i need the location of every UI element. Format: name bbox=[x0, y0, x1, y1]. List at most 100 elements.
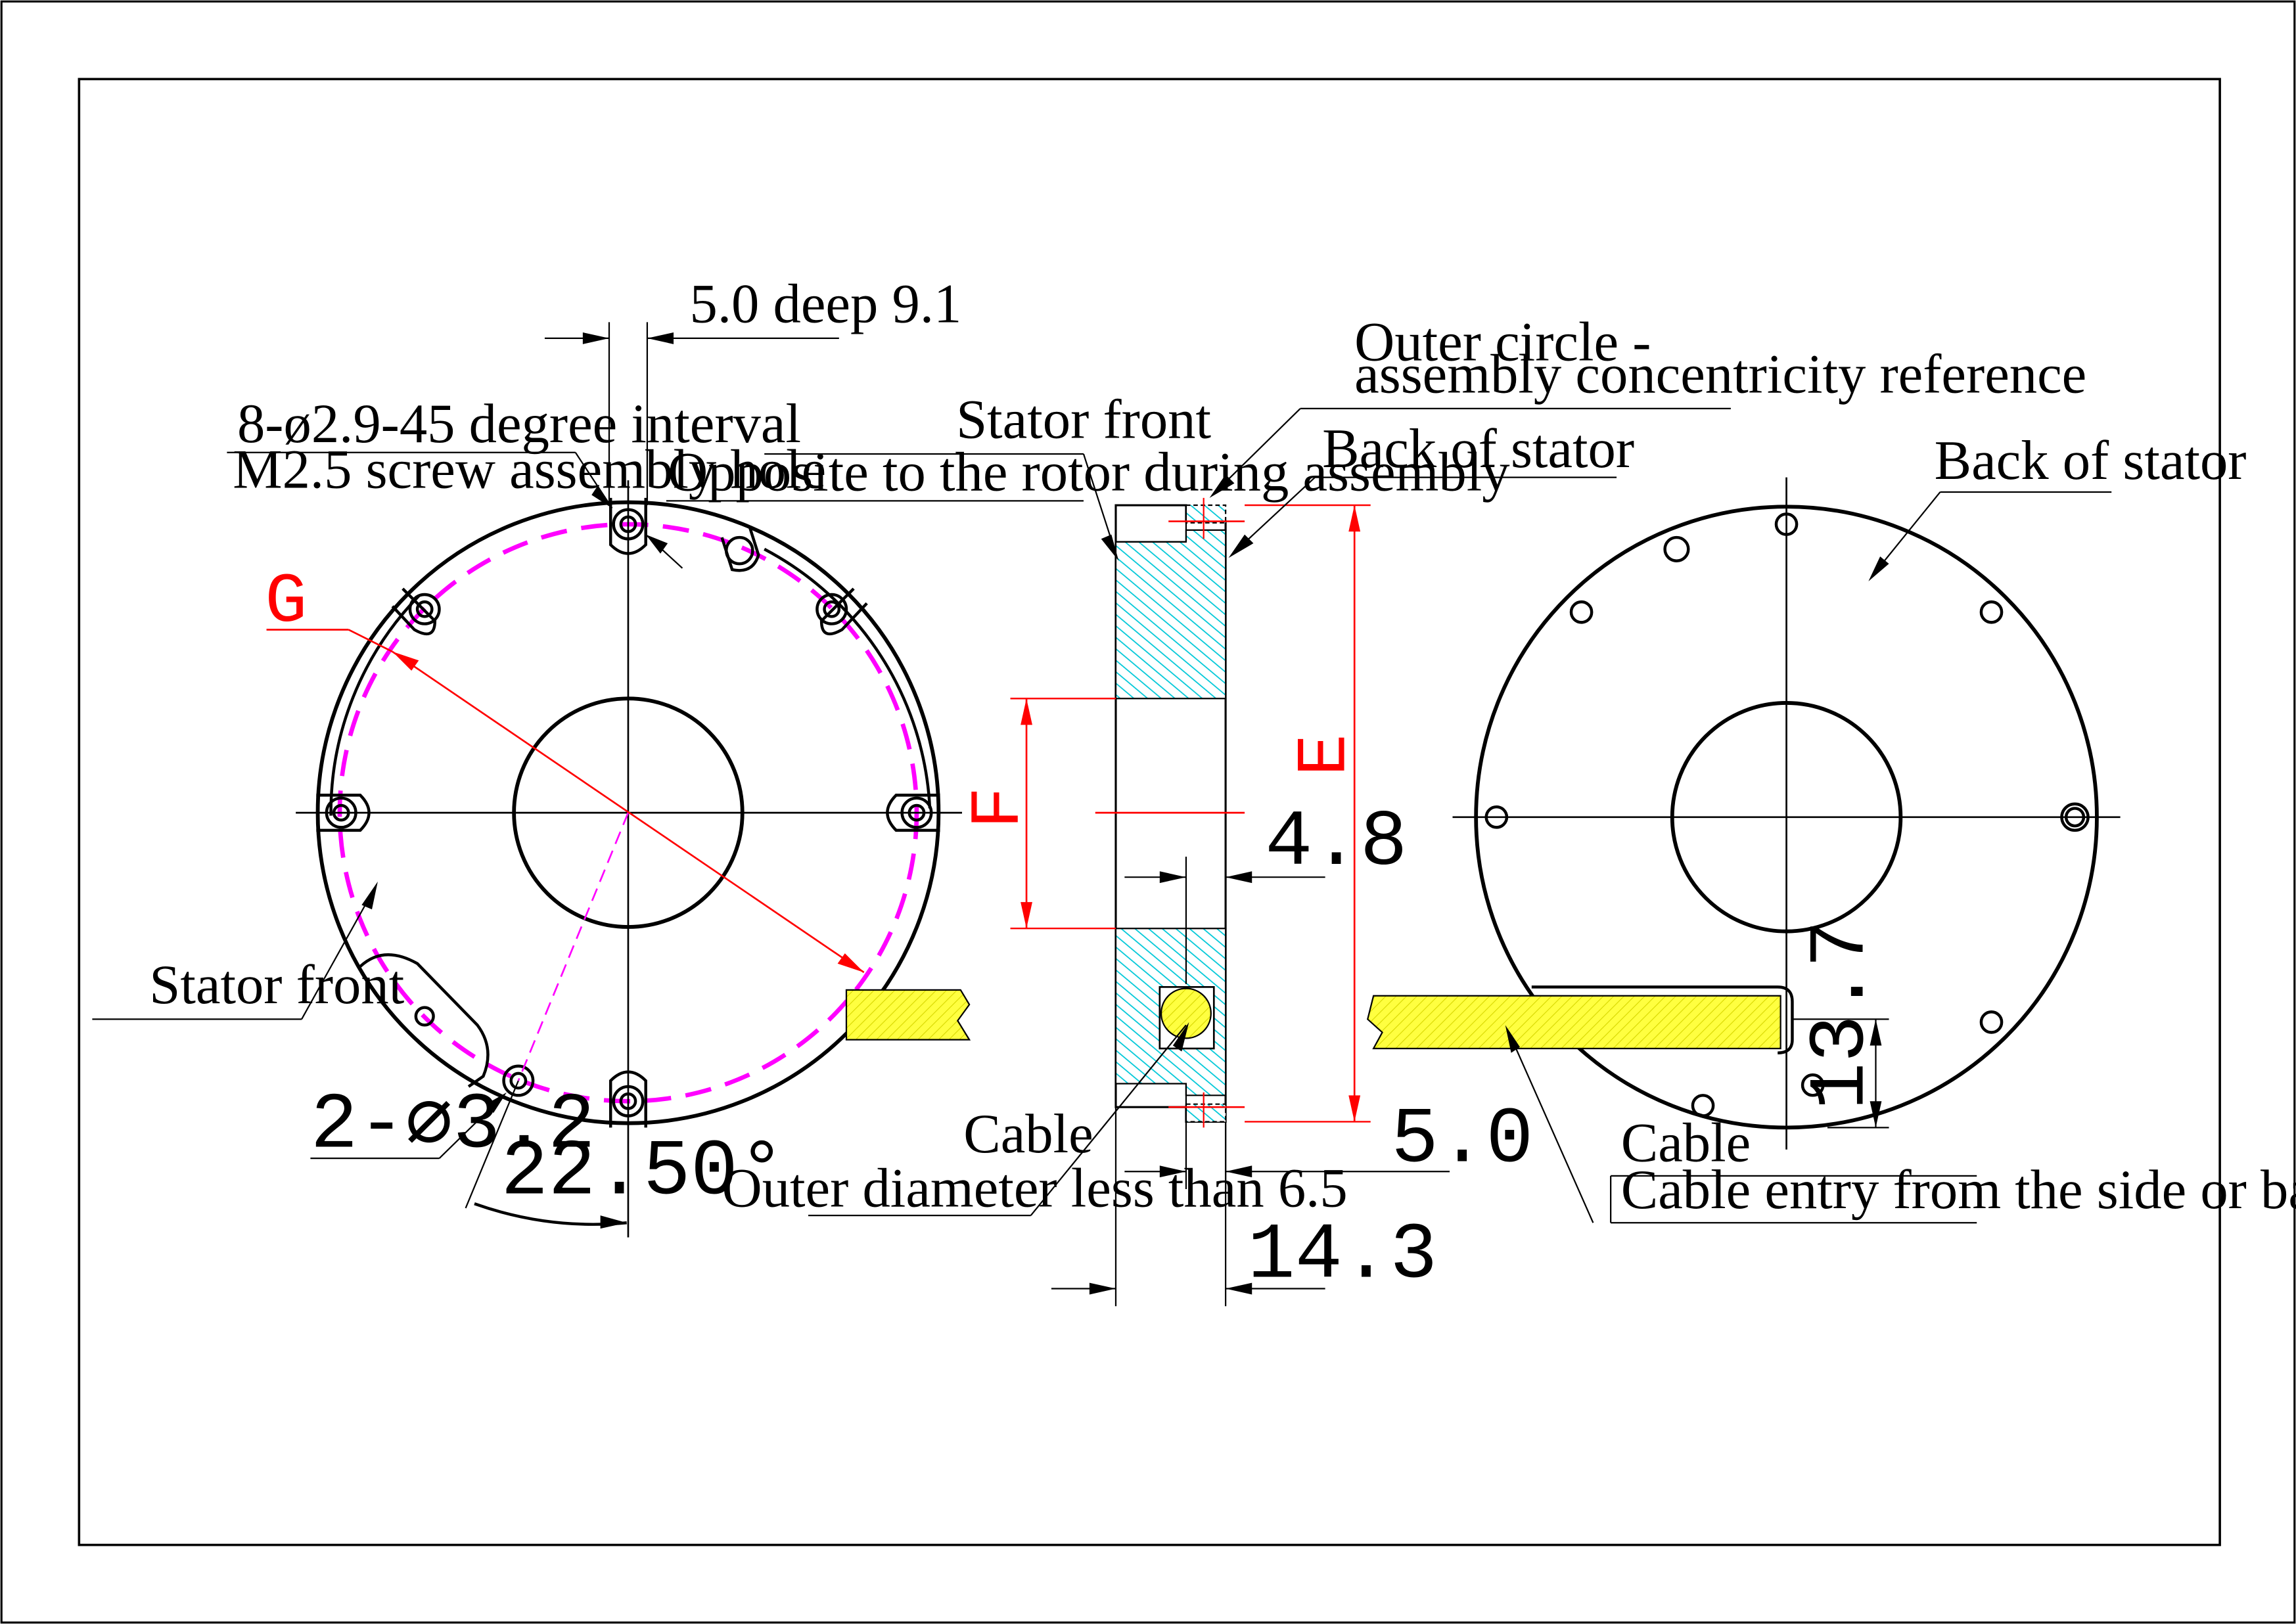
f-label: F bbox=[960, 786, 1040, 828]
cbore-label: 5.0 deep 9.1 bbox=[690, 273, 962, 334]
cable-section bbox=[1160, 987, 1212, 1039]
cable-mid-arrow bbox=[1172, 1022, 1189, 1052]
angle-arrow bbox=[600, 1215, 627, 1229]
dim-14-3-arrow bbox=[1226, 1282, 1252, 1295]
mounting-holes bbox=[325, 508, 933, 1117]
section-hatch-lip-top bbox=[1185, 504, 1227, 524]
e-arrow bbox=[1348, 1095, 1361, 1122]
hole-notch bbox=[391, 587, 437, 636]
cable-right-label: Cable bbox=[1621, 1113, 1751, 1174]
mount-hole bbox=[408, 593, 441, 625]
hole-arrow bbox=[591, 486, 612, 508]
mount-hole bbox=[332, 803, 350, 822]
rim-flat-left bbox=[329, 595, 420, 816]
back-hole bbox=[1569, 600, 1594, 624]
back-view: 13.7 Back of stator Cable Cable entry fr… bbox=[1367, 430, 2296, 1224]
back-hole bbox=[2060, 802, 2090, 832]
dowel-hole bbox=[414, 1006, 435, 1027]
back-mid-arrow bbox=[1228, 534, 1254, 558]
stator-front-leader bbox=[301, 890, 375, 1020]
dowel-label: 2-⌀3.2 bbox=[310, 1081, 595, 1171]
stator-front-mid-label: Stator front bbox=[956, 389, 1211, 450]
back-hole bbox=[1484, 805, 1509, 829]
mount-hole bbox=[509, 1071, 528, 1090]
mount-hole bbox=[619, 1092, 637, 1110]
hole-leader bbox=[574, 452, 613, 509]
back-hole bbox=[2064, 807, 2086, 828]
hole-notch bbox=[608, 1070, 647, 1128]
g-leader bbox=[348, 629, 393, 653]
dim-4-8-arrow bbox=[1226, 871, 1252, 884]
hole-notch bbox=[720, 526, 760, 572]
angle-ext bbox=[465, 1080, 519, 1209]
g-arrow bbox=[837, 953, 864, 973]
dim-5-0-arrow bbox=[1226, 1165, 1252, 1178]
hole-notch bbox=[608, 497, 647, 555]
f-arrow bbox=[1021, 902, 1032, 929]
hole-arrow bbox=[645, 534, 668, 554]
back-hole bbox=[1774, 512, 1799, 536]
hole-pattern-text-2: M2.5 screw assembly hole bbox=[233, 439, 826, 500]
outer-circle-label-1: Outer circle - bbox=[1354, 311, 1651, 372]
back-holes bbox=[1484, 512, 2090, 1117]
back-hole bbox=[1691, 1094, 1715, 1117]
back-of-stator-right-label: Back of stator bbox=[1935, 430, 2247, 491]
g-arrow bbox=[392, 651, 419, 671]
hole-notch bbox=[316, 794, 371, 832]
front-view: G 5.0 deep 9.1 8-ø2.9-45 degree interval… bbox=[92, 273, 971, 1238]
back-hole bbox=[1801, 1073, 1825, 1097]
mount-hole bbox=[815, 593, 848, 625]
dim-14-3-arrow bbox=[1089, 1282, 1116, 1295]
mount-hole bbox=[502, 1064, 535, 1097]
back-of-stator-mid-label: Back of stator bbox=[1322, 418, 1634, 480]
back-right-arrow bbox=[1868, 556, 1889, 581]
cable-entry-label: Cable entry from the side or back bbox=[1621, 1160, 2296, 1221]
cable-right-arrow bbox=[1505, 1025, 1520, 1053]
cable-left bbox=[845, 989, 971, 1041]
cable-right-leader bbox=[1507, 1030, 1594, 1223]
cbore-arrow bbox=[647, 332, 674, 344]
outer-circle-label-2: assembly concentricity reference bbox=[1354, 344, 2086, 405]
mount-hole bbox=[612, 1085, 645, 1117]
cable-outer-diameter-label: Outer diameter less than 6.5 bbox=[722, 1158, 1348, 1219]
dowel-arrow bbox=[486, 1092, 507, 1114]
mount-hole bbox=[900, 796, 933, 829]
dim-14-3-label: 14.3 bbox=[1248, 1212, 1438, 1301]
stator-front-arrow bbox=[361, 881, 378, 910]
hole-notch bbox=[886, 794, 940, 832]
cable-mid-label: Cable bbox=[963, 1104, 1093, 1165]
stator-front-mid-arrow bbox=[1101, 534, 1119, 561]
mount-hole bbox=[907, 803, 926, 822]
section-hatch-upper bbox=[1114, 529, 1227, 700]
back-cable bbox=[1367, 995, 1781, 1050]
opposite-rotor-label: Opposite to the rotor during assembly bbox=[668, 442, 1509, 503]
dim-4-8-label: 4.8 bbox=[1265, 799, 1408, 888]
stator-front-left-label: Stator front bbox=[149, 955, 404, 1016]
dim-13-7-arrow bbox=[1870, 1019, 1882, 1046]
dim-5-0-label: 5.0 bbox=[1391, 1096, 1534, 1186]
mount-hole bbox=[619, 515, 637, 533]
g-dimension-line bbox=[392, 650, 865, 974]
mount-hole bbox=[415, 600, 434, 618]
back-hole bbox=[1979, 600, 2004, 624]
mount-hole bbox=[612, 508, 645, 541]
angle-construction-line bbox=[517, 812, 630, 1081]
e-arrow bbox=[1348, 505, 1361, 532]
mount-hole bbox=[325, 796, 357, 829]
outer-circle-arrow bbox=[1209, 474, 1235, 498]
angle-label: 22.50° bbox=[501, 1129, 785, 1218]
mount-hole bbox=[823, 600, 841, 618]
back-cable-slot bbox=[1531, 985, 1794, 1054]
e-label: E bbox=[1287, 734, 1366, 776]
back-hole bbox=[1663, 535, 1690, 562]
cable-mid-leader bbox=[1030, 1024, 1187, 1216]
dim-4-8-arrow bbox=[1159, 871, 1186, 884]
dim-5-0-arrow bbox=[1159, 1165, 1186, 1178]
back-hole bbox=[1979, 1010, 2004, 1034]
hole-notch bbox=[819, 587, 868, 636]
arc-slot bbox=[359, 953, 490, 1088]
g-label: G bbox=[265, 563, 307, 643]
dim-13-7-label: 13.7 bbox=[1797, 920, 1887, 1110]
